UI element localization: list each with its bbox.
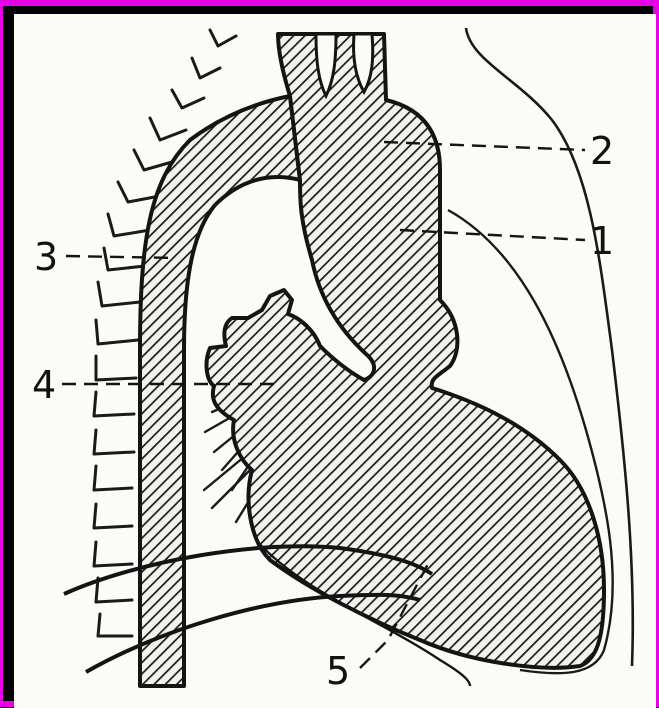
label-3: 3 xyxy=(34,235,58,279)
label-4: 4 xyxy=(32,363,56,407)
label-2: 2 xyxy=(590,129,614,173)
label-5: 5 xyxy=(326,649,350,693)
label-1: 1 xyxy=(590,219,614,263)
